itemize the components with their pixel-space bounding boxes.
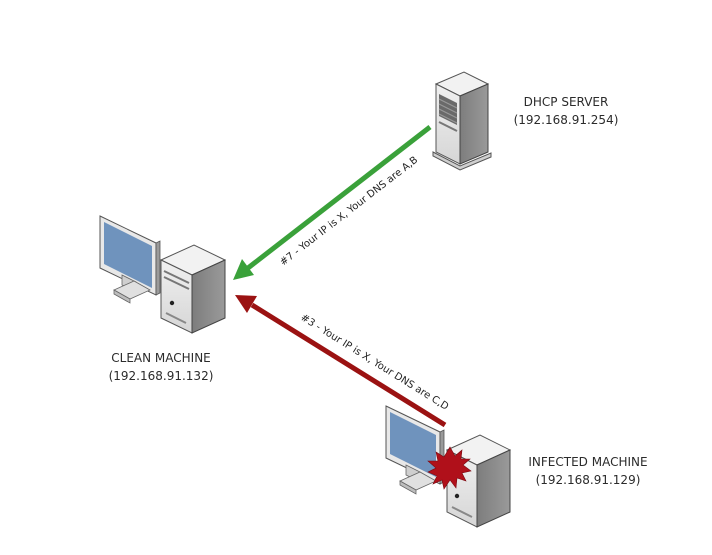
dhcp-server-name: DHCP SERVER xyxy=(524,95,609,109)
dhcp-server-ip: (192.168.91.254) xyxy=(514,113,619,127)
dhcp-offer-label: #7 - Your IP is X, Your DNS are A,B xyxy=(278,155,420,269)
pc-tower-icon xyxy=(159,244,227,334)
clean-machine-node: CLEAN MACHINE (192.168.91.132) xyxy=(99,215,227,383)
monitor-screen xyxy=(104,222,152,288)
monitor-icon xyxy=(99,215,161,304)
infected-machine-ip: (192.168.91.129) xyxy=(536,473,641,487)
clean-machine-ip: (192.168.91.132) xyxy=(109,369,214,383)
dhcp-offer-arrow: #7 - Your IP is X, Your DNS are A,B xyxy=(233,125,432,280)
clean-machine-name: CLEAN MACHINE xyxy=(111,351,211,365)
infection-burst-icon xyxy=(427,446,472,490)
arrowhead xyxy=(235,295,257,313)
infected-machine-node: INFECTED MACHINE (192.168.91.129) xyxy=(385,405,648,528)
monitor-screen xyxy=(390,412,436,477)
server-tower-icon xyxy=(432,71,492,171)
rogue-dhcp-offer-arrow: #3 - Your IP is X, Your DNS are C,D xyxy=(235,295,451,428)
dhcp-server-node: DHCP SERVER (192.168.91.254) xyxy=(432,71,619,171)
arrow-line xyxy=(246,125,432,270)
rogue-dhcp-offer-label: #3 - Your IP is X, Your DNS are C,D xyxy=(298,312,450,413)
infected-machine-name: INFECTED MACHINE xyxy=(528,455,647,469)
arrow-line xyxy=(250,302,447,428)
arrowhead xyxy=(233,259,254,280)
